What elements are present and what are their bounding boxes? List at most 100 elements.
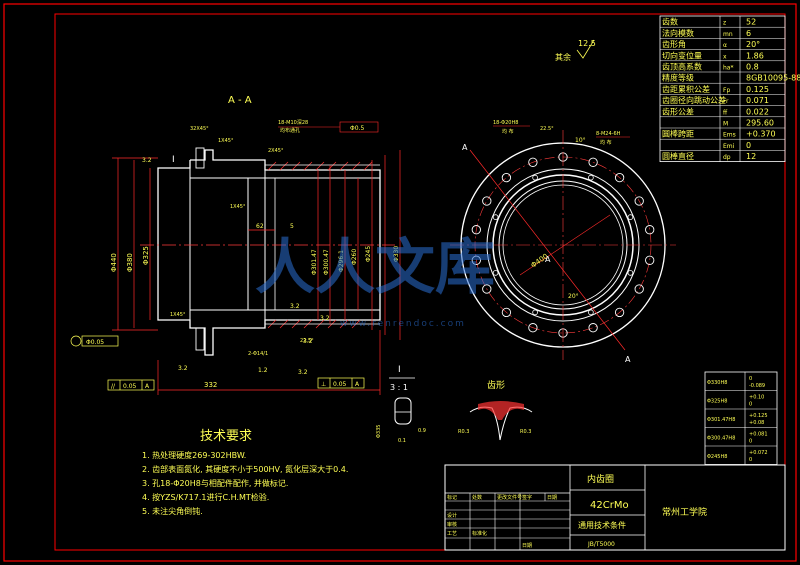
thread-hole bbox=[627, 214, 634, 220]
hatch-top bbox=[267, 161, 373, 171]
bolt-hole bbox=[471, 225, 481, 235]
dia-400-leader bbox=[519, 214, 611, 276]
chamfer-note-4: 1X45° bbox=[230, 204, 246, 210]
thread-hole bbox=[532, 309, 538, 316]
param-name: 圆棒直径 bbox=[662, 151, 694, 161]
bolt-hole bbox=[528, 157, 538, 167]
hole-18-note: 均 布 bbox=[502, 128, 514, 135]
bolt-hole bbox=[528, 323, 538, 333]
thread-hole bbox=[588, 309, 594, 316]
tol-value: -0.089 bbox=[749, 383, 765, 389]
tooth-r-right: R0.3 bbox=[520, 429, 531, 435]
rev-h-0: 标记 bbox=[447, 494, 457, 501]
tooth-fill bbox=[478, 401, 524, 420]
tol-value: +0.125 bbox=[749, 413, 768, 419]
param-value: 1.86 bbox=[746, 51, 764, 60]
bolt-hole bbox=[645, 225, 655, 235]
dim-length-lines bbox=[157, 229, 381, 395]
angle-22-front: 22.5° bbox=[540, 126, 554, 132]
bolt-hole bbox=[588, 157, 598, 167]
chamfer-note-3: 2X45° bbox=[268, 148, 284, 154]
param-symbol: mn bbox=[723, 31, 733, 38]
chamfer-note-5: 1X45° bbox=[170, 312, 186, 318]
rev-h-3: 签字 bbox=[522, 494, 532, 501]
detail-dim-2: 0.9 bbox=[418, 428, 426, 434]
bolt-hole bbox=[614, 172, 625, 183]
rest-roughness: 12.5 bbox=[578, 39, 596, 48]
param-symbol: Ems bbox=[723, 132, 736, 139]
param-name: 齿圈径向跳动公差 bbox=[662, 95, 726, 105]
svg-text:0.05: 0.05 bbox=[123, 383, 137, 390]
tolerance-table: Φ330H80-0.089Φ325H8+0.100Φ301.47H8+0.125… bbox=[704, 371, 778, 465]
tol-label: Φ330H8 bbox=[707, 380, 727, 386]
section-mark-a-top: A bbox=[545, 255, 551, 264]
outer-frame bbox=[3, 3, 797, 562]
rev-h-4: 日期 bbox=[547, 495, 557, 501]
thread-hole bbox=[532, 174, 538, 181]
tol-value: 0 bbox=[749, 457, 752, 463]
material: 42CrMo bbox=[590, 500, 629, 511]
tol-label: Φ325H8 bbox=[707, 399, 727, 405]
detail-dim-3: 0.1 bbox=[398, 438, 406, 444]
dim-d-left-big: Φ440 bbox=[110, 253, 118, 272]
tech-req-title: 技术要求 bbox=[200, 429, 252, 444]
param-value: 6 bbox=[746, 29, 751, 38]
detail-dim-1: Φ335 bbox=[376, 425, 382, 438]
param-name: 齿数 bbox=[662, 17, 678, 27]
rev-h-1: 处数 bbox=[472, 494, 482, 501]
svg-text:A: A bbox=[355, 381, 360, 388]
svg-text:⊥: ⊥ bbox=[321, 381, 326, 388]
tech-req-3: 3. 孔18-Φ20H8与相配件配作, 并做标记. bbox=[142, 478, 288, 488]
param-value: +0.370 bbox=[746, 130, 776, 139]
param-symbol: ha* bbox=[723, 65, 733, 72]
roughness-symbol bbox=[576, 39, 595, 59]
front-view: Φ400 A A A 10° 20° 22.5° 18-Φ20H8 均 布 8-… bbox=[450, 120, 676, 364]
dim-lines-left bbox=[112, 157, 158, 331]
tech-req-1: 1. 热处理硬度269-302HBW. bbox=[142, 450, 246, 460]
spec: 通用技术条件 bbox=[578, 520, 626, 530]
bolt-hole bbox=[471, 255, 481, 265]
detail-body bbox=[394, 397, 412, 425]
hole-spec: 18-M10深28 bbox=[278, 119, 308, 126]
title-block: 内齿圈 42CrMo 通用技术条件 JB/T5000 常州工学院 标记 处数 更… bbox=[444, 464, 786, 551]
tol-label: Φ245H8 bbox=[707, 454, 727, 460]
angle-10: 10° bbox=[575, 137, 586, 144]
role-0: 设计 bbox=[447, 512, 457, 519]
rev-h-2: 更改文件号 bbox=[497, 494, 522, 501]
tooth-profile-label: 齿形 bbox=[487, 379, 505, 391]
hole-8-spec: 8-M24-6H bbox=[596, 131, 621, 137]
svg-text:0.05: 0.05 bbox=[333, 381, 347, 388]
dim-len-5: 5 bbox=[290, 223, 294, 230]
param-symbol: α bbox=[723, 42, 727, 49]
bolt-hole bbox=[614, 307, 625, 318]
param-symbol: z bbox=[723, 20, 726, 27]
role-1: 审核 bbox=[447, 521, 457, 528]
section-mark-a-left: A bbox=[462, 143, 468, 152]
roughness-32-bot: 3.2 bbox=[303, 338, 313, 345]
param-name: 精度等级 bbox=[662, 73, 694, 83]
param-value: 0.022 bbox=[746, 107, 769, 116]
roughness-32-mid: 3.2 bbox=[290, 303, 300, 310]
bolt-hole bbox=[634, 196, 644, 206]
roughness-32-top: 3.2 bbox=[142, 157, 152, 164]
bolt-hole-bottom bbox=[195, 327, 205, 351]
section-label-aa: A - A bbox=[228, 95, 252, 106]
angle-20: 20° bbox=[568, 293, 579, 300]
detail-scale: 3 : 1 bbox=[390, 383, 408, 392]
bolt-hole-top bbox=[195, 147, 205, 169]
dim-d-right-2: Φ300.47 bbox=[323, 249, 330, 275]
dim-len-total: 332 bbox=[204, 381, 217, 389]
hole-note: 均布通孔 bbox=[280, 127, 300, 134]
detail-marker-i: I bbox=[172, 155, 175, 165]
hole-2-spec: 2-Φ14/1 bbox=[248, 351, 268, 357]
param-name: 法向模数 bbox=[662, 28, 694, 38]
hole-18-spec: 18-Φ20H8 bbox=[493, 120, 518, 126]
param-value: 0.071 bbox=[746, 96, 769, 105]
param-value: 20° bbox=[746, 40, 760, 49]
detail-i: I 3 : 1 Φ335 0.9 0.1 bbox=[376, 365, 426, 444]
tol-box-bottom-left: // 0.05 A bbox=[107, 379, 155, 391]
watermark: 人人文库 www.renrendoc.com bbox=[255, 233, 495, 329]
bolt-hole bbox=[482, 284, 492, 294]
param-symbol: Emi bbox=[723, 143, 735, 150]
